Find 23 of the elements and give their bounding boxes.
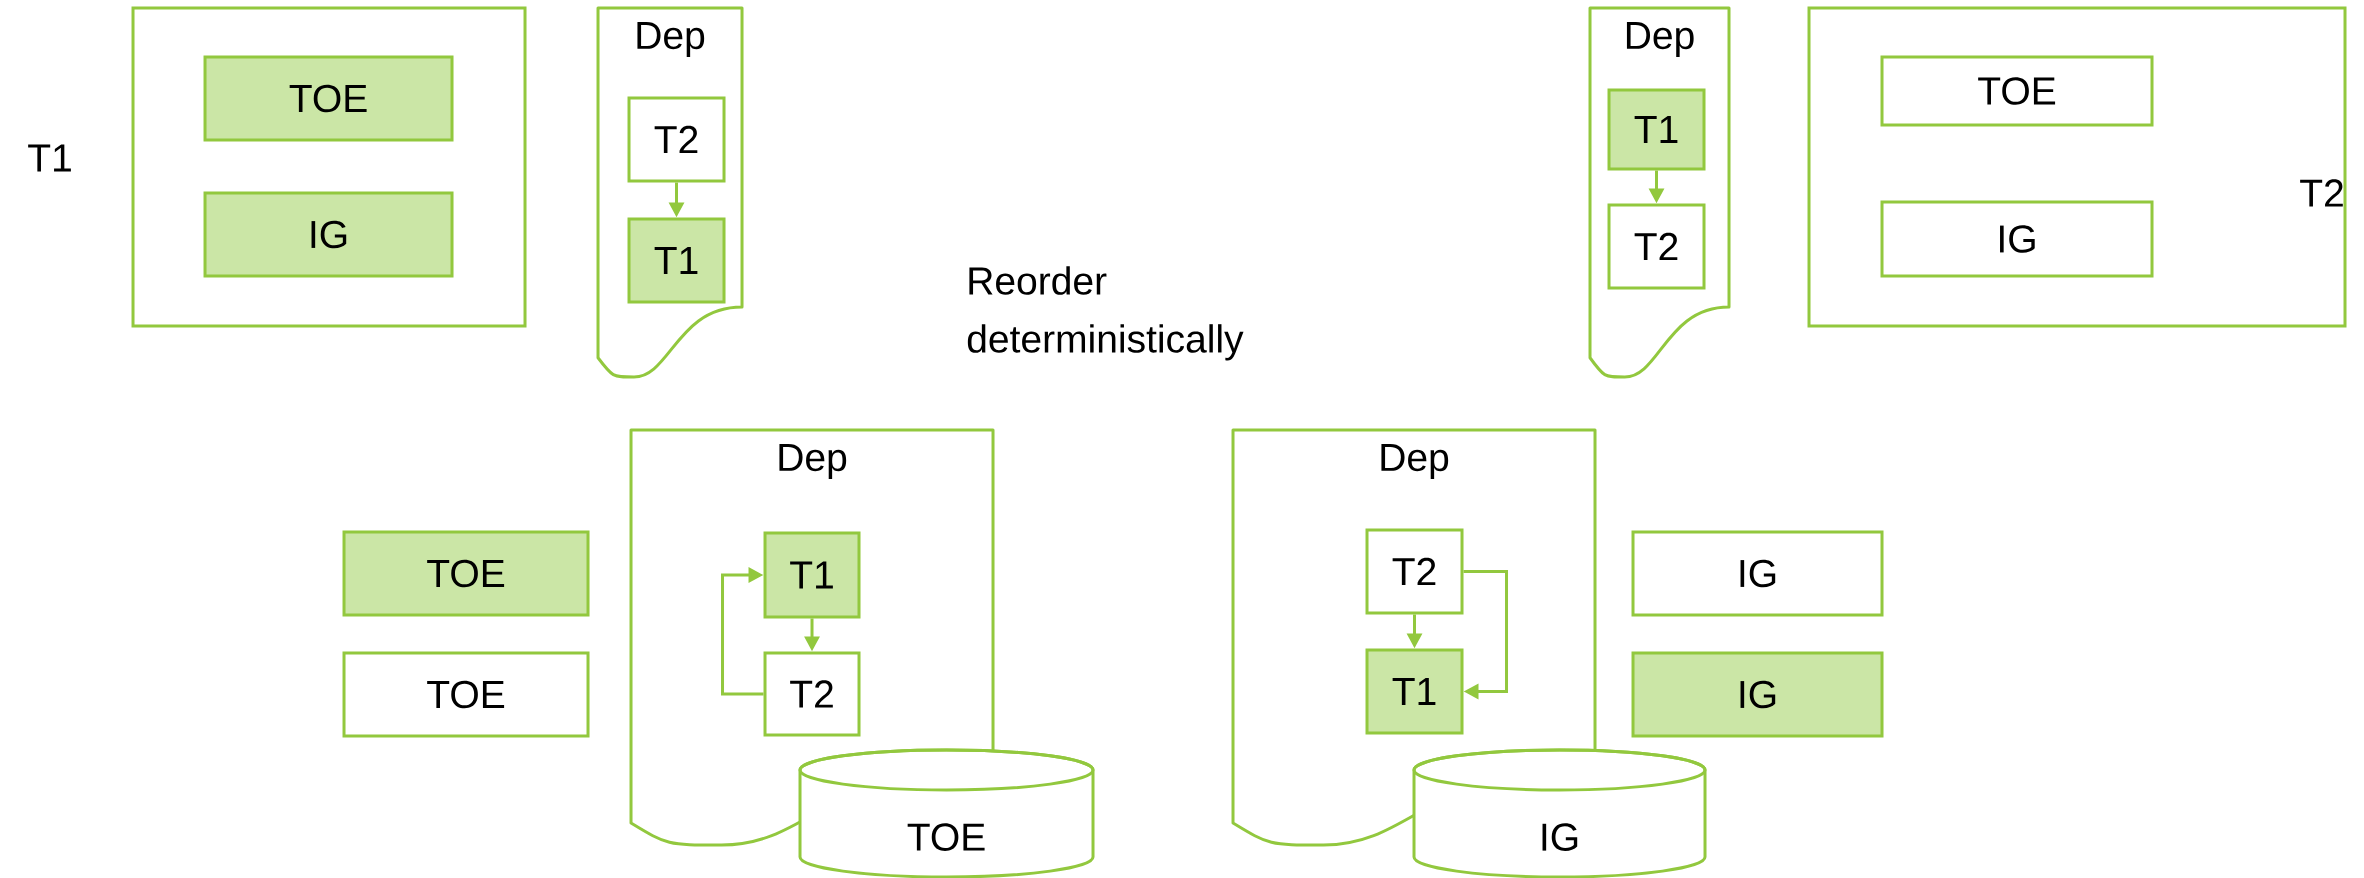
task-box: TOE bbox=[203, 55, 454, 142]
label-text: T2 bbox=[2300, 179, 2343, 207]
task-box: T1 bbox=[763, 531, 861, 619]
task-box: IG bbox=[1631, 651, 1884, 738]
label-text: T1 bbox=[28, 144, 71, 172]
task-box: T1 bbox=[1365, 648, 1464, 735]
database-cylinder: IG bbox=[1412, 748, 1707, 878]
task-box: T2 bbox=[627, 96, 726, 183]
task-box: IG bbox=[1880, 200, 2154, 278]
arrow bbox=[1463, 570, 1508, 700]
label-text: Reorder deterministically bbox=[967, 266, 1244, 361]
task-box: T1 bbox=[1607, 88, 1706, 171]
task-box: T2 bbox=[1607, 203, 1706, 290]
task-box: T2 bbox=[1365, 528, 1464, 615]
task-box: T2 bbox=[763, 651, 861, 737]
task-box: TOE bbox=[342, 651, 590, 738]
task-box: IG bbox=[203, 191, 454, 278]
arrow bbox=[721, 567, 764, 696]
database-cylinder: TOE bbox=[798, 748, 1095, 878]
task-box: TOE bbox=[342, 530, 590, 617]
task-box: IG bbox=[1631, 530, 1884, 617]
task-box: TOE bbox=[1880, 55, 2154, 127]
task-box: T1 bbox=[627, 217, 726, 304]
